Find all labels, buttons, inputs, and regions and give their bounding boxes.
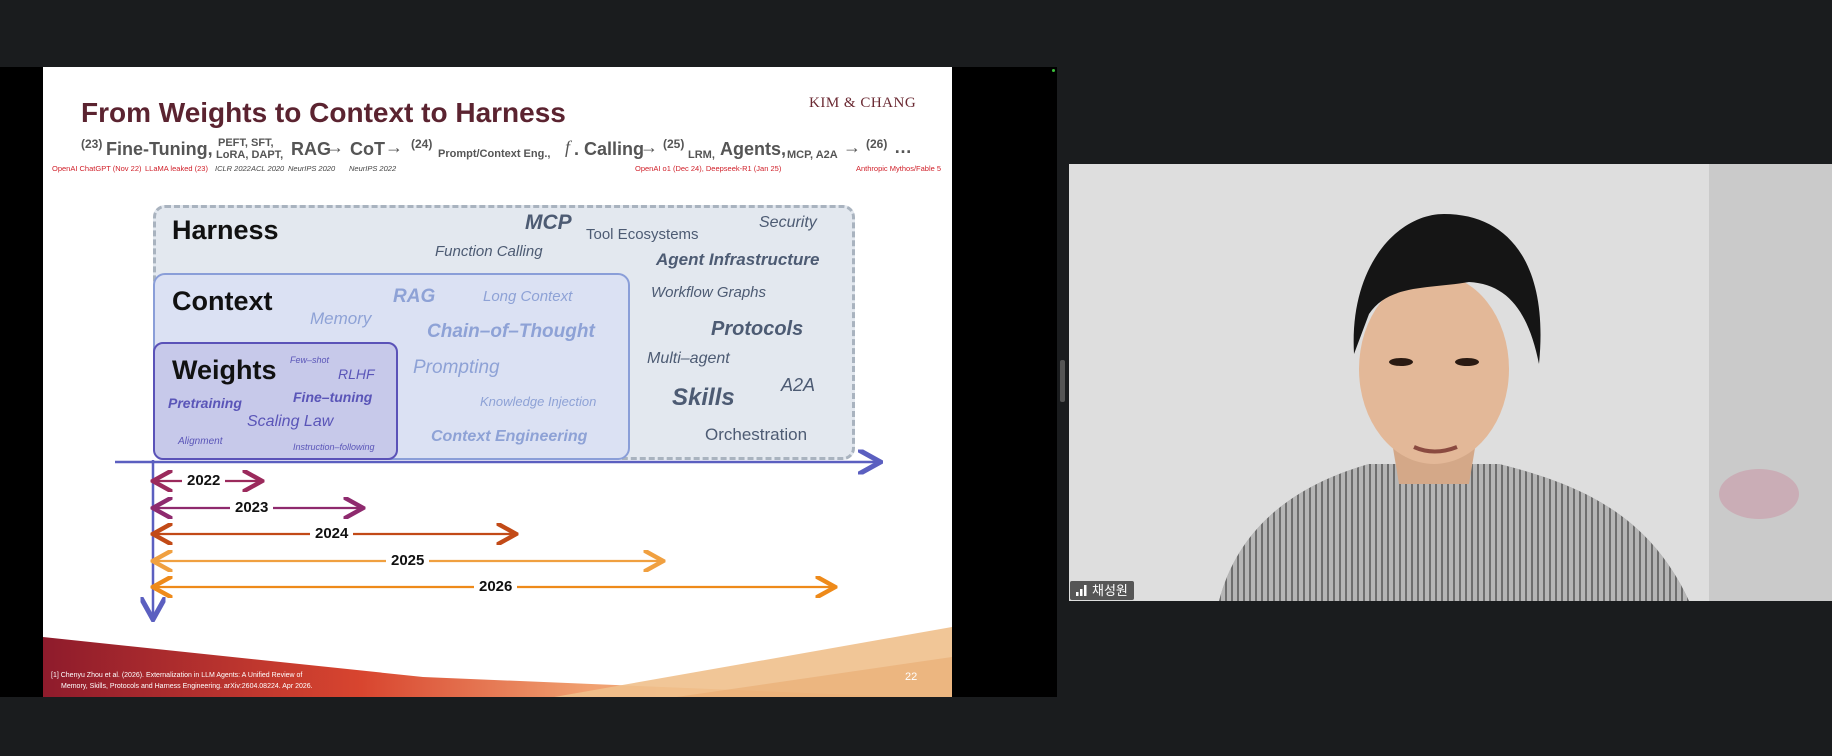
participant-video-tile[interactable] xyxy=(1069,164,1832,601)
kw-rlhf: RLHF xyxy=(338,366,375,382)
year-23-marker: (23) xyxy=(81,137,103,151)
kw-agent-infrastructure: Agent Infrastructure xyxy=(656,250,820,269)
note-llama: LLaMA leaked (23) xyxy=(145,164,208,173)
kw-skills: Skills xyxy=(672,384,735,411)
kw-multi-agent: Multi–agent xyxy=(647,350,730,367)
note-iclr: ICLR 2022 xyxy=(215,164,251,173)
kw-security: Security xyxy=(759,214,817,231)
year-label-2026: 2026 xyxy=(474,578,518,595)
year-24-marker: (24) xyxy=(411,137,433,151)
footnote: [1] Chenyu Zhou et al. (2026). Externali… xyxy=(51,670,313,692)
kw-context-engineering: Context Engineering xyxy=(431,428,588,445)
kw-memory: Memory xyxy=(310,309,372,328)
context-label: Context xyxy=(172,286,273,316)
timeline-f-symbol: f xyxy=(565,137,571,157)
note-neurips-2022: NeurIPS 2022 xyxy=(349,164,397,173)
footnote-line-2: Memory, Skills, Protocols and Harness En… xyxy=(61,683,313,690)
timeline-axes-svg xyxy=(115,67,952,697)
participant-video-feed xyxy=(1069,164,1832,601)
kw-pretraining: Pretraining xyxy=(168,395,242,411)
kw-chain-of-thought: Chain–of–Thought xyxy=(427,321,595,342)
kw-long-context: Long Context xyxy=(483,288,573,305)
timeline-lrm: LRM, xyxy=(688,149,715,161)
note-openai-o1: OpenAI o1 (Dec 24), Deepseek-R1 (Jan 25) xyxy=(635,164,782,173)
kw-function-calling: Function Calling xyxy=(435,243,543,260)
kw-prompting: Prompting xyxy=(413,357,500,378)
timeline-peft-sft: PEFT, SFT, xyxy=(218,137,274,149)
brand-logo: KIM & CHANG xyxy=(809,95,917,111)
year-label-2024: 2024 xyxy=(310,525,354,542)
footer-decoration xyxy=(43,627,952,697)
year-26-marker: (26) xyxy=(866,137,888,151)
timeline-arrow-3: → xyxy=(640,137,658,157)
note-acl: ACL 2020 xyxy=(251,164,285,173)
year-label-2025: 2025 xyxy=(386,552,430,569)
kw-knowledge-injection: Knowledge Injection xyxy=(480,394,597,409)
slide-title: From Weights to Context to Harness xyxy=(81,97,566,128)
timeline-ellipsis: … xyxy=(894,137,912,157)
note-chatgpt: OpenAI ChatGPT (Nov 22) xyxy=(52,164,142,173)
timeline-cot: CoT xyxy=(350,139,385,159)
timeline-agents: Agents, xyxy=(720,139,787,159)
page-number: 22 xyxy=(905,671,918,683)
note-neurips-2020: NeurIPS 2020 xyxy=(288,164,336,173)
timeline-fine-tuning: Fine-Tuning, xyxy=(106,139,213,159)
kw-protocols: Protocols xyxy=(711,318,804,340)
participant-name-tag: 채성원 xyxy=(1070,581,1134,600)
footnote-line-1: [1] Chenyu Zhou et al. (2026). Externali… xyxy=(51,672,303,679)
timeline-rag: RAG xyxy=(291,139,331,159)
weights-box xyxy=(153,342,398,460)
kw-orchestration: Orchestration xyxy=(705,425,808,444)
year-label-2023: 2023 xyxy=(230,499,274,516)
timeline-lora-dapt: LoRA, DAPT, xyxy=(216,149,284,161)
kw-instruction-following: Instruction–following xyxy=(293,442,375,452)
year-25-marker: (25) xyxy=(663,137,685,151)
timeline-calling: . Calling xyxy=(574,139,645,159)
kw-scaling-law: Scaling Law xyxy=(247,413,334,430)
participant-name: 채성원 xyxy=(1092,583,1128,598)
timeline-arrow-1: → xyxy=(326,137,344,157)
timeline-mcp-a2a: MCP, A2A xyxy=(787,149,838,161)
kw-tool-ecosystems: Tool Ecosystems xyxy=(586,226,699,243)
timeline-arrow-2: → xyxy=(385,137,403,157)
timeline-prompt-context: Prompt/Context Eng., xyxy=(438,148,551,160)
panel-resize-handle[interactable] xyxy=(1060,360,1065,402)
harness-label: Harness xyxy=(172,215,279,245)
status-dot xyxy=(1052,69,1055,72)
presentation-slide: From Weights to Context to Harness KIM &… xyxy=(43,67,952,697)
kw-fine-tuning: Fine–tuning xyxy=(293,389,373,405)
kw-workflow-graphs: Workflow Graphs xyxy=(651,284,767,301)
timeline-arrow-4: → xyxy=(843,137,861,157)
weights-label: Weights xyxy=(172,355,277,385)
note-anthropic: Anthropic Mythos/Fable 5 xyxy=(856,164,942,173)
kw-a2a: A2A xyxy=(781,375,816,395)
signal-bars-icon xyxy=(1076,582,1088,601)
kw-mcp: MCP xyxy=(525,211,572,234)
kw-alignment: Alignment xyxy=(178,436,223,447)
kw-rag: RAG xyxy=(393,286,436,307)
year-label-2022: 2022 xyxy=(182,472,226,489)
kw-few-shot: Few–shot xyxy=(290,355,330,365)
